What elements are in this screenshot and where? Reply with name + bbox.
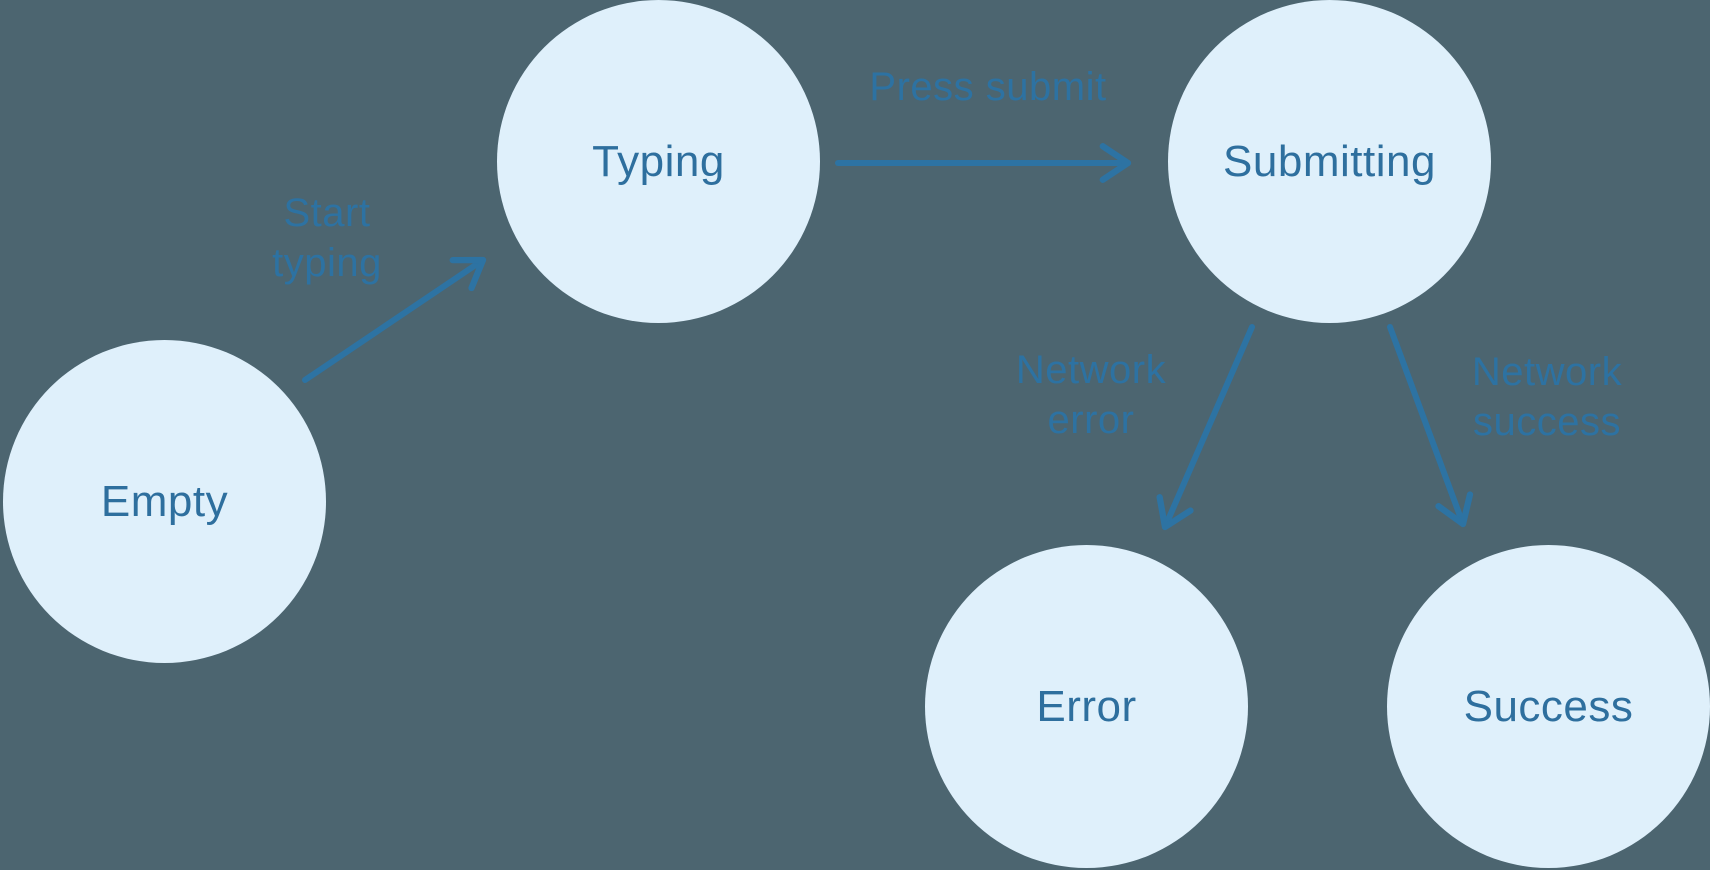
transition-label-line: Start: [283, 191, 371, 235]
state-label-typing: Typing: [592, 136, 725, 186]
transition-label-press-submit: Press submit: [828, 62, 1148, 112]
state-node-empty: Empty: [3, 340, 326, 663]
arrow-submitting-to-error: [1156, 324, 1255, 531]
state-label-success: Success: [1463, 681, 1634, 731]
transition-label-start-typing: Start typing: [197, 188, 457, 288]
transition-label-line: success: [1473, 400, 1621, 444]
transition-label-line: Network: [1471, 350, 1623, 394]
state-node-success: Success: [1387, 545, 1710, 868]
state-node-error: Error: [925, 545, 1248, 868]
transition-label-line: Press submit: [869, 65, 1107, 109]
transition-label-network-error: Network error: [961, 345, 1221, 445]
arrow-empty-to-typing: [302, 256, 487, 383]
state-label-empty: Empty: [100, 476, 229, 526]
state-node-submitting: Submitting: [1168, 0, 1491, 323]
transition-label-line: error: [1047, 398, 1135, 442]
transition-label-line: typing: [272, 241, 382, 285]
arrow-submitting-to-success: [1387, 324, 1474, 528]
state-label-submitting: Submitting: [1223, 136, 1436, 186]
transition-label-network-success: Network success: [1417, 347, 1677, 447]
transition-label-line: Network: [1015, 348, 1167, 392]
state-node-typing: Typing: [497, 0, 820, 323]
state-label-error: Error: [1036, 681, 1137, 731]
